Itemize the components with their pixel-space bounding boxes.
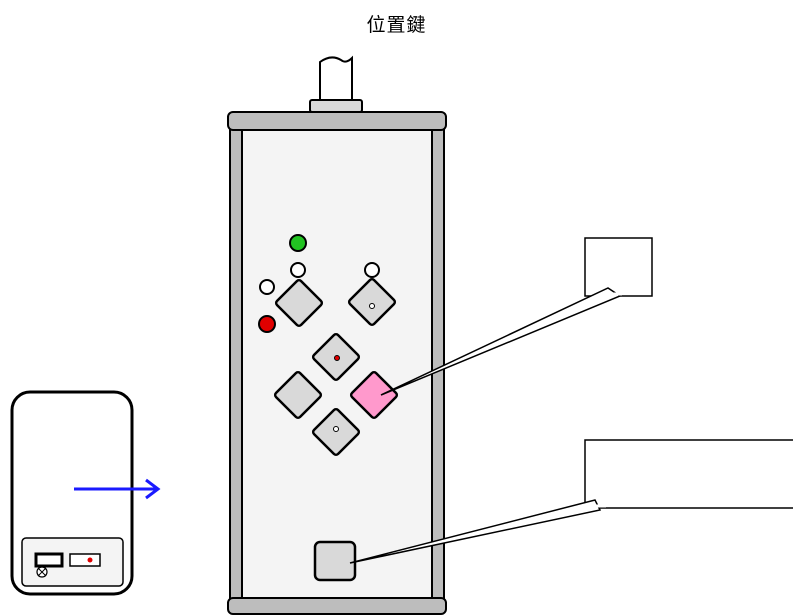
red-led (258, 315, 276, 333)
dot-icon (333, 426, 339, 432)
callout-bottom-key (349, 439, 793, 564)
up-diamond-button[interactable] (311, 332, 361, 382)
top-cap (227, 111, 447, 131)
top-left-diamond-button[interactable] (274, 262, 324, 328)
red-dot-icon (334, 355, 340, 361)
card-red-dot-icon (87, 557, 93, 563)
white-led (259, 279, 275, 295)
bottom-square-button[interactable] (313, 540, 357, 582)
left-rail (229, 125, 243, 603)
down-diamond-button[interactable] (311, 407, 361, 457)
right-rail (431, 125, 445, 603)
bottom-cap (227, 597, 447, 615)
top-right-diamond-button[interactable] (347, 262, 397, 327)
dot-icon (369, 303, 375, 309)
left-diamond-button[interactable] (273, 370, 323, 420)
blue-arrow-icon (74, 478, 161, 500)
callout-box-1 (584, 237, 653, 297)
card-indicator-box (69, 553, 101, 567)
green-led (289, 234, 307, 252)
position-key-label: 位置鍵 (366, 14, 427, 36)
card-slot (34, 552, 64, 568)
top-key-stem (309, 55, 363, 113)
callout-pink-key (380, 237, 653, 396)
callout-box-2 (584, 439, 793, 509)
highlighted-diamond-button[interactable] (349, 370, 399, 420)
side-card-device (10, 390, 134, 596)
